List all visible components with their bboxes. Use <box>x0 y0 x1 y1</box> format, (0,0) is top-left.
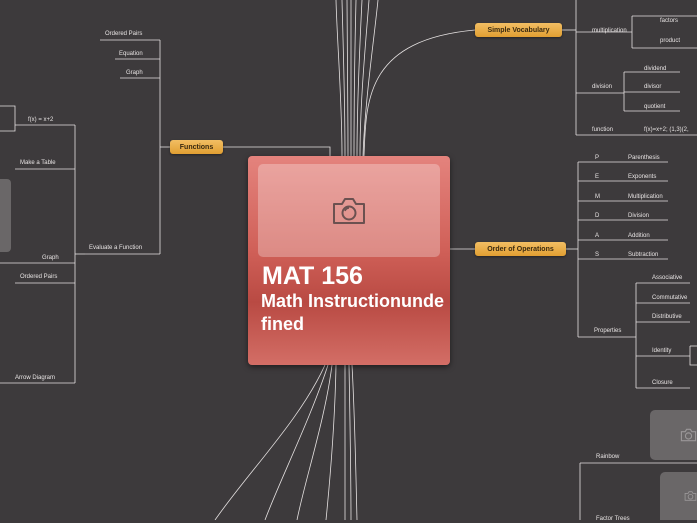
pemdas-letter[interactable]: S <box>595 252 600 258</box>
node-quotient[interactable]: quotient <box>644 104 666 110</box>
central-title: MAT 156 <box>262 262 363 290</box>
pemdas-letter[interactable]: A <box>595 233 600 239</box>
central-image-placeholder[interactable] <box>258 164 440 257</box>
node-division[interactable]: division <box>592 84 613 90</box>
property-item[interactable]: Closure <box>652 380 673 386</box>
central-topic[interactable]: MAT 156 Math Instructionundefined <box>248 156 450 365</box>
camera-icon <box>684 491 697 501</box>
topic-functions[interactable]: Functions <box>170 140 223 154</box>
central-subtitle: Math Instructionundefined <box>261 291 444 334</box>
pemdas-letter[interactable]: P <box>595 155 600 161</box>
node-product[interactable]: product <box>660 38 681 44</box>
node-properties[interactable]: Properties <box>594 328 622 334</box>
camera-icon <box>680 428 697 442</box>
image-placeholder-left[interactable] <box>0 179 11 252</box>
node-arrow-diagram[interactable]: Arrow Diagram <box>15 375 56 381</box>
node-multiplication[interactable]: multiplication <box>592 28 627 34</box>
topic-order-of-operations[interactable]: Order of Operations <box>475 242 566 256</box>
topic-simple-vocabulary[interactable]: Simple Vocabulary <box>475 23 562 37</box>
pemdas-letter[interactable]: D <box>595 213 600 219</box>
node-function[interactable]: function <box>592 127 614 133</box>
pemdas-word[interactable]: Division <box>628 213 650 219</box>
node-ordered-pairs-2[interactable]: Ordered Pairs <box>20 274 58 280</box>
node-dividend[interactable]: dividend <box>644 66 667 72</box>
pemdas-word[interactable]: Addition <box>628 233 650 239</box>
node-equation[interactable]: Equation <box>119 51 143 57</box>
node-function-example[interactable]: f(x)=x+2; (1,3)(2, <box>644 127 689 133</box>
node-divisor[interactable]: divisor <box>644 84 662 90</box>
pemdas-word[interactable]: Parenthesis <box>628 155 660 161</box>
node-fx[interactable]: f(x) = x+2 <box>28 117 54 123</box>
image-placeholder-right[interactable] <box>650 410 697 460</box>
node-evaluate-function[interactable]: Evaluate a Function <box>89 245 143 251</box>
pemdas-word[interactable]: Subtraction <box>628 252 659 258</box>
node-graph[interactable]: Graph <box>126 70 143 76</box>
node-ordered-pairs[interactable]: Ordered Pairs <box>105 31 143 37</box>
pemdas-letter[interactable]: E <box>595 174 600 180</box>
property-item[interactable]: Identity <box>652 348 672 354</box>
node-rainbow[interactable]: Rainbow <box>596 454 620 460</box>
property-item[interactable]: Associative <box>652 275 683 281</box>
pemdas-word[interactable]: Multiplication <box>628 194 663 200</box>
image-placeholder-right-2[interactable] <box>660 472 697 520</box>
camera-icon <box>333 197 365 224</box>
node-make-table[interactable]: Make a Table <box>20 160 56 166</box>
node-factor-trees[interactable]: Factor Trees <box>596 516 630 522</box>
node-factors[interactable]: factors <box>660 18 679 24</box>
node-graph-2[interactable]: Graph <box>42 255 59 261</box>
property-item[interactable]: Distributive <box>652 314 682 320</box>
pemdas-word[interactable]: Exponents <box>628 174 657 180</box>
property-item[interactable]: Commutative <box>652 295 688 301</box>
pemdas-letter[interactable]: M <box>595 194 600 200</box>
